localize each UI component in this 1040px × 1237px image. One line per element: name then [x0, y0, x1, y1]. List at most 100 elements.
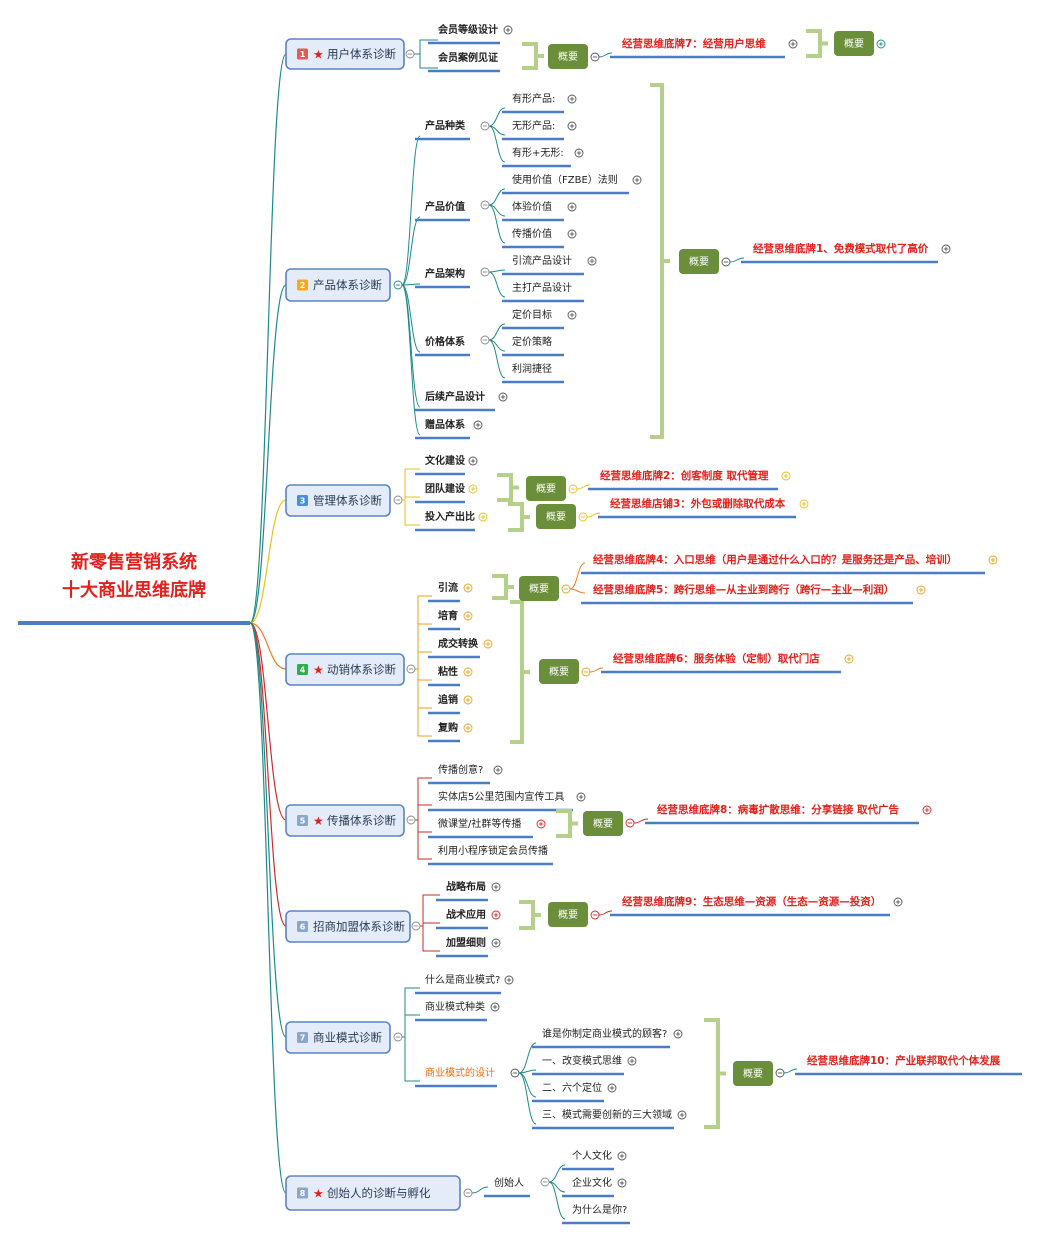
collapse-toggle-icon[interactable] — [480, 121, 490, 131]
collapse-toggle-icon[interactable] — [510, 1068, 520, 1078]
collapse-toggle-icon[interactable] — [393, 1032, 403, 1042]
expand-toggle-icon[interactable] — [876, 39, 886, 49]
branch-node-8[interactable]: 8★创始人的诊断与孵化 — [285, 1175, 461, 1211]
expand-toggle-icon[interactable] — [916, 585, 926, 595]
expand-toggle-icon[interactable] — [468, 484, 478, 494]
expand-toggle-icon[interactable] — [498, 392, 508, 402]
summary-label: 概要 — [593, 817, 613, 830]
summary-node-2[interactable]: 概要 — [679, 249, 719, 274]
expand-toggle-icon[interactable] — [483, 639, 493, 649]
expand-toggle-icon[interactable] — [587, 256, 597, 266]
collapse-toggle-icon[interactable] — [411, 921, 421, 931]
expand-toggle-icon[interactable] — [788, 39, 798, 49]
expand-toggle-icon[interactable] — [576, 792, 586, 802]
expand-toggle-icon[interactable] — [463, 695, 473, 705]
leaf-model-2: 商业模式的设计 — [425, 1066, 495, 1079]
expand-toggle-icon[interactable] — [844, 654, 854, 664]
expand-toggle-icon[interactable] — [567, 229, 577, 239]
expand-toggle-icon[interactable] — [893, 897, 903, 907]
summary-node-1[interactable]: 概要 — [548, 44, 588, 69]
expand-toggle-icon[interactable] — [504, 975, 514, 985]
collapse-toggle-icon[interactable] — [590, 910, 600, 920]
connector — [598, 52, 613, 58]
collapse-toggle-icon[interactable] — [393, 495, 403, 505]
branch-label: 商业模式诊断 — [313, 1031, 382, 1045]
expand-toggle-icon[interactable] — [463, 611, 473, 621]
expand-toggle-icon[interactable] — [463, 583, 473, 593]
expand-toggle-icon[interactable] — [617, 1151, 627, 1161]
summary-node-3b[interactable]: 概要 — [536, 504, 576, 529]
expand-toggle-icon[interactable] — [922, 805, 932, 815]
expand-toggle-icon[interactable] — [463, 667, 473, 677]
expand-toggle-icon[interactable] — [988, 555, 998, 565]
collapse-toggle-icon[interactable] — [463, 1188, 473, 1198]
summary-node-6[interactable]: 概要 — [548, 902, 588, 927]
expand-toggle-icon[interactable] — [567, 94, 577, 104]
expand-toggle-icon[interactable] — [607, 1083, 617, 1093]
summary-node-1b[interactable]: 概要 — [834, 31, 874, 56]
collapse-toggle-icon[interactable] — [578, 512, 588, 522]
collapse-toggle-icon[interactable] — [405, 49, 415, 59]
branch-node-5[interactable]: 5★传播体系诊断 — [285, 804, 405, 837]
branch-label: 管理体系诊断 — [313, 494, 382, 508]
expand-toggle-icon[interactable] — [463, 723, 473, 733]
expand-toggle-icon[interactable] — [567, 202, 577, 212]
summary-node-4a[interactable]: 概要 — [519, 576, 559, 601]
collapse-toggle-icon[interactable] — [775, 1068, 785, 1078]
group-0-item-1: 无形产品: — [512, 119, 555, 132]
summary-text-9: 经营思维底牌9：生态思维—资源（生态—资源—投资） — [622, 895, 881, 908]
group-label-4: 后续产品设计 — [425, 390, 485, 403]
collapse-toggle-icon[interactable] — [581, 667, 591, 677]
expand-toggle-icon[interactable] — [677, 1110, 687, 1120]
collapse-toggle-icon[interactable] — [540, 1177, 550, 1187]
design-item-0: 谁是你制定商业模式的顾客? — [542, 1027, 667, 1040]
expand-toggle-icon[interactable] — [478, 512, 488, 522]
group-0-item-0: 有形产品: — [512, 92, 555, 105]
collapse-toggle-icon[interactable] — [406, 664, 416, 674]
summary-text-3: 经营思维店铺3：外包或删除取代成本 — [610, 497, 786, 510]
expand-toggle-icon[interactable] — [567, 310, 577, 320]
summary-node-3a[interactable]: 概要 — [526, 476, 566, 501]
collapse-toggle-icon[interactable] — [406, 815, 416, 825]
collapse-toggle-icon[interactable] — [625, 818, 635, 828]
collapse-toggle-icon[interactable] — [568, 484, 578, 494]
expand-toggle-icon[interactable] — [567, 121, 577, 131]
expand-toggle-icon[interactable] — [941, 244, 951, 254]
branch-node-4[interactable]: 4★动销体系诊断 — [285, 653, 405, 686]
summary-label: 概要 — [558, 908, 578, 921]
expand-toggle-icon[interactable] — [473, 420, 483, 430]
collapse-toggle-icon[interactable] — [480, 200, 490, 210]
collapse-toggle-icon[interactable] — [393, 280, 403, 290]
expand-toggle-icon[interactable] — [799, 499, 809, 509]
collapse-toggle-icon[interactable] — [561, 584, 571, 594]
connector — [420, 925, 440, 952]
expand-toggle-icon[interactable] — [673, 1029, 683, 1039]
expand-toggle-icon[interactable] — [491, 910, 501, 920]
expand-toggle-icon[interactable] — [490, 1002, 500, 1012]
expand-toggle-icon[interactable] — [503, 25, 513, 35]
collapse-toggle-icon[interactable] — [480, 267, 490, 277]
expand-toggle-icon[interactable] — [491, 882, 501, 892]
collapse-toggle-icon[interactable] — [480, 335, 490, 345]
expand-toggle-icon[interactable] — [468, 456, 478, 466]
expand-toggle-icon[interactable] — [781, 471, 791, 481]
connector-lines — [249, 39, 798, 1220]
summary-node-4b[interactable]: 概要 — [539, 659, 579, 684]
expand-toggle-icon[interactable] — [617, 1178, 627, 1188]
expand-toggle-icon[interactable] — [627, 1056, 637, 1066]
expand-toggle-icon[interactable] — [574, 148, 584, 158]
branch-node-1[interactable]: 1★用户体系诊断 — [285, 38, 405, 70]
expand-toggle-icon[interactable] — [491, 938, 501, 948]
expand-toggle-icon[interactable] — [632, 175, 642, 185]
expand-toggle-icon[interactable] — [493, 765, 503, 775]
summary-node-5[interactable]: 概要 — [583, 811, 623, 836]
summary-node-7[interactable]: 概要 — [733, 1061, 773, 1086]
collapse-toggle-icon[interactable] — [721, 257, 731, 267]
branch-number-badge — [297, 1187, 308, 1199]
expand-toggle-icon[interactable] — [536, 819, 546, 829]
collapse-toggle-icon[interactable] — [590, 52, 600, 62]
